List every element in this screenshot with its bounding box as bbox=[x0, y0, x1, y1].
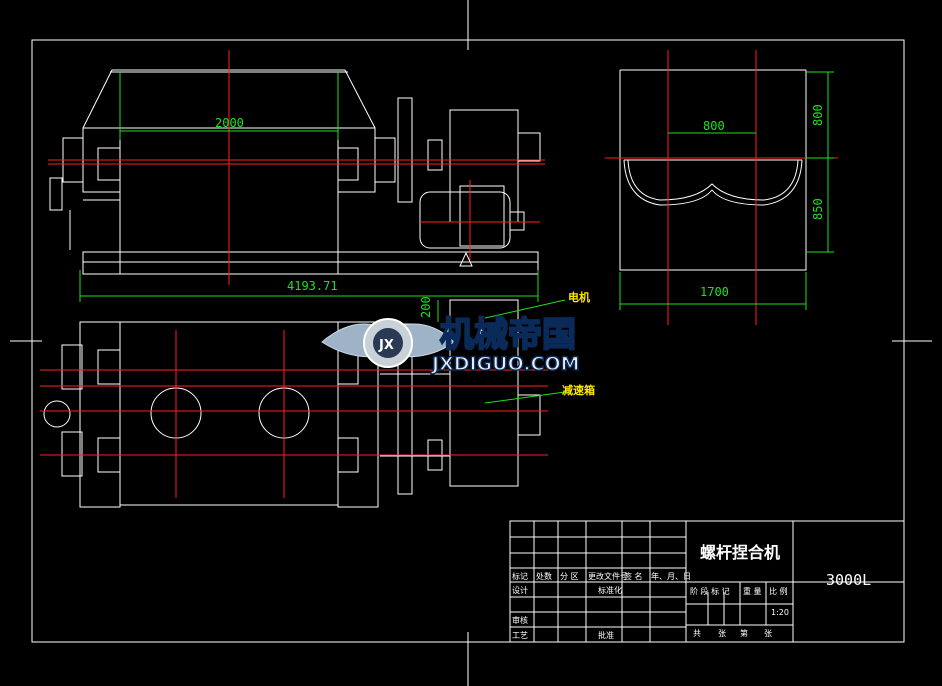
base-frame bbox=[82, 251, 539, 275]
tb-design: 设计 bbox=[512, 585, 528, 595]
motor-body bbox=[419, 191, 511, 249]
rev-h4: 签 名 bbox=[624, 571, 643, 581]
side-frame bbox=[619, 70, 807, 271]
tb-ratio: 比 例 bbox=[769, 586, 788, 596]
watermark-en: JXDIGUO.COM bbox=[430, 353, 580, 375]
dim-gap: 200 bbox=[419, 296, 433, 318]
dim-length-total: 4193.71 bbox=[287, 279, 338, 293]
dim-length-inner: 2000 bbox=[215, 116, 244, 130]
rev-h1: 处数 bbox=[536, 571, 552, 581]
watermark-cn: 机械帝国 bbox=[440, 315, 576, 355]
drive-disk bbox=[397, 97, 413, 203]
tb-sheet-unit: 张 bbox=[718, 629, 726, 638]
rev-h3: 更改文件号 bbox=[588, 571, 628, 581]
dim-height-upper: 800 bbox=[811, 104, 825, 126]
rev-h0: 标记 bbox=[512, 571, 528, 581]
tb-sheet-unit2: 张 bbox=[764, 629, 772, 638]
rev-h5: 年、月、日 bbox=[651, 571, 691, 581]
watermark-badge: JX bbox=[378, 338, 394, 353]
label-reducer: 减速箱 bbox=[562, 383, 595, 397]
dim-width-total: 1700 bbox=[700, 285, 729, 299]
rev-h2: 分 区 bbox=[560, 572, 579, 581]
drawing-model: 3000L bbox=[826, 571, 871, 589]
tb-weight: 重 量 bbox=[743, 586, 762, 596]
tb-std: 标准化 bbox=[598, 585, 622, 595]
tb-approve: 批准 bbox=[598, 630, 614, 640]
top-reducer bbox=[449, 299, 519, 487]
support-arrow bbox=[459, 251, 473, 267]
title-block: 标记 处数 分 区 更改文件号 签 名 年、月、日 设计 标准化 审核 工艺 批… bbox=[509, 520, 905, 643]
side-view: 800 1700 800 850 bbox=[605, 50, 838, 325]
trough-profile bbox=[623, 159, 803, 206]
dim-height-lower: 850 bbox=[811, 198, 825, 220]
drawing-title: 螺杆捏合机 bbox=[700, 543, 780, 562]
top-view bbox=[40, 299, 566, 508]
tb-sheet-no: 第 bbox=[740, 628, 748, 638]
dim-width-inner: 800 bbox=[703, 119, 725, 133]
tb-check: 审核 bbox=[512, 615, 528, 625]
watermark-logo: JX 机械帝国 JXDIGUO.COM bbox=[321, 314, 580, 376]
label-motor: 电机 bbox=[568, 290, 590, 304]
top-trough bbox=[119, 321, 339, 506]
front-view: 2000 4193.71 200 bbox=[48, 50, 545, 322]
tb-process: 工艺 bbox=[512, 631, 528, 640]
tb-sheet-total: 共 bbox=[693, 629, 701, 638]
tb-scale: 1:20 bbox=[771, 608, 789, 617]
tb-stage: 阶 段 标 记 bbox=[690, 586, 730, 596]
